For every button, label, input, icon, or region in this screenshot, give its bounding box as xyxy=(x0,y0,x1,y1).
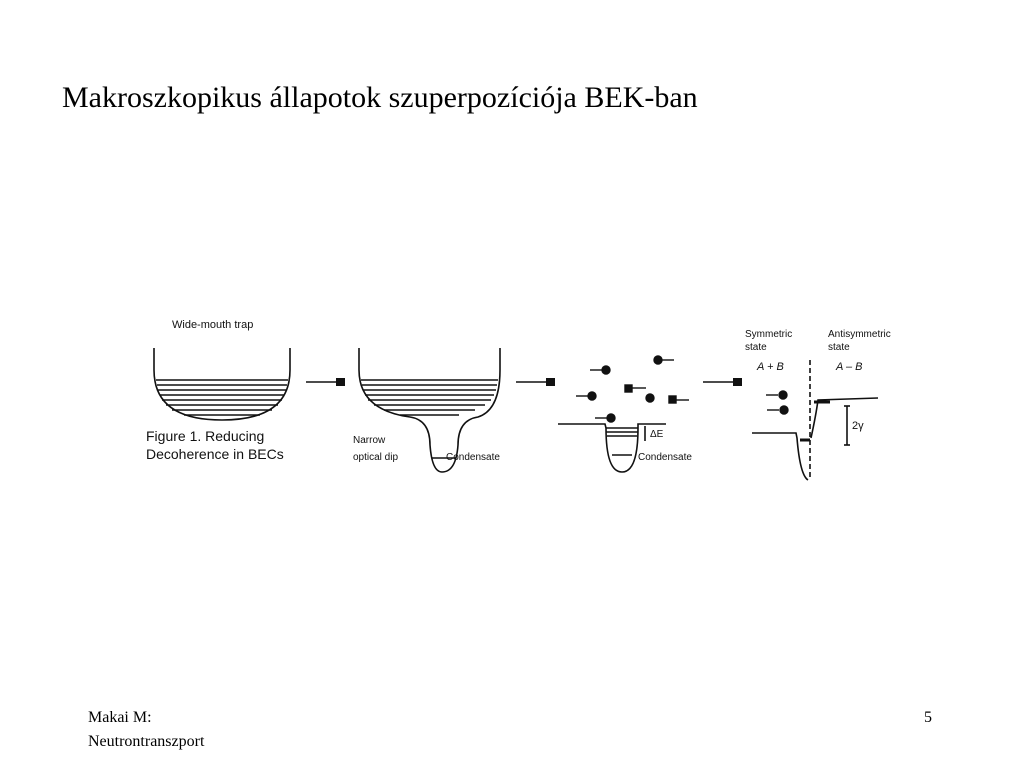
panel-escaping-atoms: ΔE Condensate xyxy=(558,355,692,473)
arrow-1 xyxy=(306,378,345,386)
figure-caption-line1: Figure 1. Reducing xyxy=(146,428,264,444)
footer-author-line2: Neutrontranszport xyxy=(88,733,205,750)
label-narrow-line1: Narrow xyxy=(353,435,386,446)
label-narrow-line2: optical dip xyxy=(353,452,398,463)
label-condensate-1: Condensate xyxy=(446,452,500,463)
panel-narrow-dip-trap xyxy=(358,348,501,473)
arrow-3 xyxy=(703,378,742,386)
label-symmetric-line2: state xyxy=(745,342,767,353)
page-number: 5 xyxy=(924,709,932,726)
slide-title: Makroszkopikus állapotok szuperpozíciója… xyxy=(62,81,698,114)
panel-superposition-states: Symmetric state A + B Antisymmetric stat… xyxy=(745,329,891,481)
label-antisymmetric-line1: Antisymmetric xyxy=(828,329,891,340)
footer-author-line1: Makai M: xyxy=(88,709,152,726)
label-wide-mouth-trap: Wide-mouth trap xyxy=(172,319,253,331)
label-antisymmetric-formula: A – B xyxy=(835,361,863,373)
figure-diagram: Wide-mouth trap Figure 1. Reducing Decoh… xyxy=(146,319,891,481)
label-symmetric-line1: Symmetric xyxy=(745,329,792,340)
label-condensate-2: Condensate xyxy=(638,452,692,463)
label-two-gamma: 2γ xyxy=(852,420,864,432)
label-delta-e: ΔE xyxy=(650,429,664,440)
label-antisymmetric-line2: state xyxy=(828,342,850,353)
arrow-2 xyxy=(516,378,555,386)
decoherence-figure: Wide-mouth trap Figure 1. Reducing Decoh… xyxy=(140,310,930,500)
figure-caption-line2: Decoherence in BECs xyxy=(146,446,284,462)
label-symmetric-formula: A + B xyxy=(756,361,784,373)
footer-author: Makai M: Neutrontranszport xyxy=(88,706,204,754)
panel-wide-mouth-trap xyxy=(153,348,291,421)
